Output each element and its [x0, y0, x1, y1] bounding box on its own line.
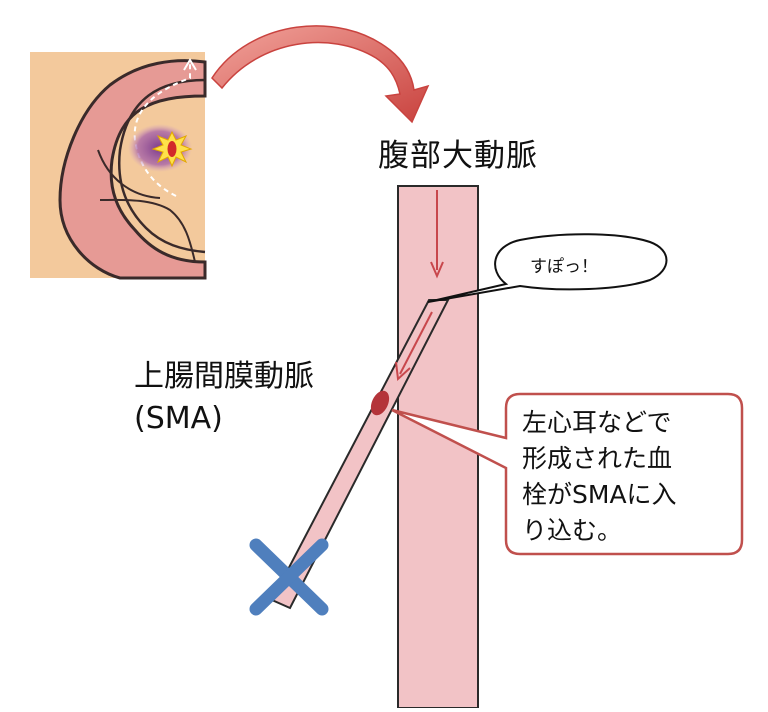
- callout-line1: 左心耳などで: [522, 408, 672, 437]
- callout-line4: り込む。: [522, 516, 623, 545]
- sma-label: 上腸間膜動脈 (SMA): [134, 356, 314, 440]
- speech-text: すぽっ！: [530, 257, 598, 277]
- flow-arrow-sma: [399, 311, 433, 375]
- heart-outer-wall: [58, 59, 207, 280]
- heart-septum: [99, 198, 196, 263]
- blood-flow-arrowhead: [183, 58, 197, 71]
- flow-arrowhead-aorta: [430, 261, 444, 279]
- curved-arrow-icon: [211, 25, 430, 124]
- thrombus-icon: [370, 390, 390, 416]
- callout-box: [391, 392, 744, 556]
- callout-line2: 形成された血: [522, 444, 673, 473]
- flow-arrowhead-sma: [395, 361, 411, 382]
- speech-bubble: [427, 233, 668, 303]
- callout-line3: 栓がSMAに入: [522, 480, 677, 509]
- x-cross-icon: [249, 538, 329, 616]
- heart-illustration-icon: [30, 52, 207, 280]
- aorta-label: 腹部大動脈: [378, 138, 538, 174]
- callout-text: 左心耳などで 形成された血 栓がSMAに入 り込む。: [522, 405, 736, 549]
- sma-label-line2: (SMA): [134, 401, 223, 436]
- sma-label-line1: 上腸間膜動脈: [134, 359, 314, 394]
- heart-valve-line: [97, 149, 161, 199]
- thrombus-in-heart: [167, 141, 177, 157]
